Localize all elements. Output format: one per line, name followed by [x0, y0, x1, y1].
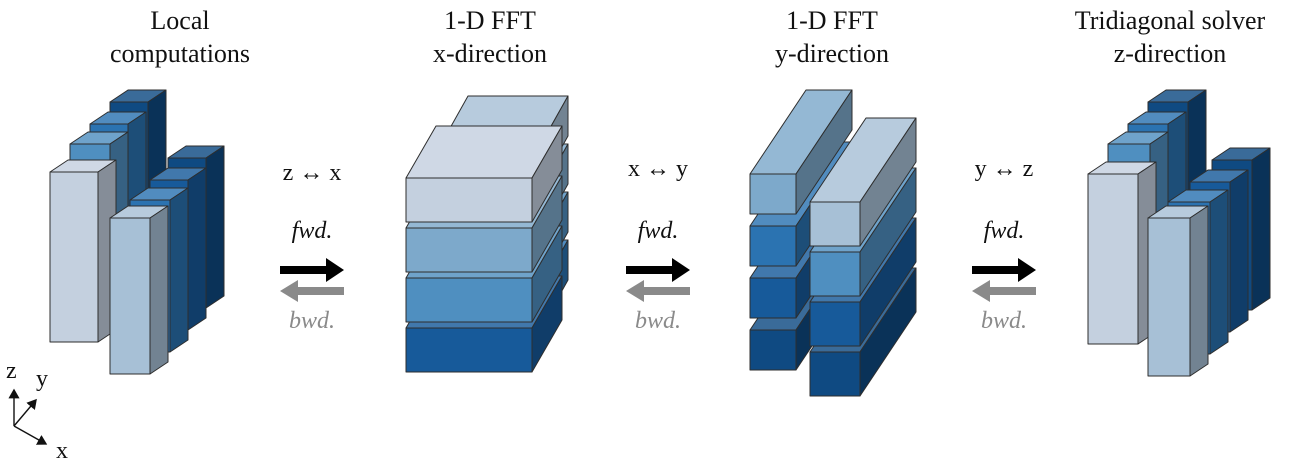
x-pencil — [405, 125, 563, 223]
box-front-face — [1087, 173, 1139, 345]
box-front-face — [49, 171, 99, 343]
box-side-face — [795, 89, 853, 215]
bwd-label: bwd. — [634, 308, 681, 334]
box-side-face — [859, 167, 917, 297]
stage-title-line1: 1-D FFT — [786, 6, 878, 35]
fwd-label: fwd. — [983, 218, 1025, 244]
box-side-face — [859, 117, 917, 247]
box-side-face — [859, 217, 917, 347]
box-side-face — [531, 175, 563, 273]
box-side-face — [859, 267, 917, 397]
box-front-face — [749, 329, 797, 371]
z-pencils-group — [1087, 89, 1271, 377]
z-pencil — [49, 159, 117, 343]
stage-title-line2: z-direction — [1113, 39, 1227, 68]
box-side-face — [531, 225, 563, 323]
axis-label-z: z — [6, 358, 17, 384]
box-front-face — [405, 177, 533, 223]
box-front-face — [109, 217, 151, 375]
stage-title-local: Local computations — [60, 4, 300, 70]
box-side-face — [187, 167, 207, 331]
axis-label-x: x — [56, 438, 68, 464]
stage-title-fft-y: 1-D FFT y-direction — [712, 4, 952, 70]
box-front-face — [809, 201, 861, 247]
y-pencils-group — [749, 89, 917, 397]
stage-title-line2: computations — [109, 39, 251, 68]
z-pencil — [109, 205, 169, 375]
box-front-face — [405, 327, 533, 373]
fwd-label: fwd. — [291, 218, 333, 244]
box-side-face — [1209, 189, 1229, 355]
y-pencil — [749, 89, 853, 215]
box-front-face — [749, 277, 797, 319]
box-side-face — [205, 145, 225, 309]
transition-arrows-group — [280, 258, 1036, 302]
axis-label-y: y — [36, 366, 48, 392]
box-front-face — [809, 351, 861, 397]
local-pencils-group — [49, 89, 225, 375]
stage-title-fft-x: 1-D FFT x-direction — [370, 4, 610, 70]
axis-triad — [8, 388, 48, 445]
backward-arrow-icon — [280, 280, 344, 302]
y-axis-arrow-icon — [13, 398, 37, 427]
stage-title-line1: Local — [150, 6, 210, 35]
stage-title-line1: Tridiagonal solver — [1074, 6, 1266, 35]
box-front-face — [1147, 217, 1191, 377]
box-front-face — [809, 301, 861, 347]
box-front-face — [749, 173, 797, 215]
bwd-label: bwd. — [288, 308, 335, 334]
box-side-face — [1189, 205, 1209, 377]
forward-arrow-icon — [626, 258, 690, 282]
box-side-face — [531, 125, 563, 223]
stage-title-tridiagonal: Tridiagonal solver z-direction — [1040, 4, 1300, 70]
stage-title-line1: 1-D FFT — [444, 6, 536, 35]
backward-arrow-icon — [626, 280, 690, 302]
box-side-face — [169, 187, 189, 353]
box-side-face — [149, 205, 169, 375]
box-front-face — [749, 225, 797, 267]
x-axis-arrow-icon — [13, 425, 48, 445]
swap-label-x-y: x ↔ y — [628, 156, 688, 182]
forward-arrow-icon — [972, 258, 1036, 282]
y-pencil — [809, 117, 917, 247]
z-pencil — [1147, 205, 1209, 377]
z-pencil — [1087, 161, 1157, 345]
box-side-face — [531, 275, 563, 373]
stage-title-line2: y-direction — [774, 39, 890, 68]
box-front-face — [809, 251, 861, 297]
box-side-face — [1229, 169, 1249, 333]
swap-label-y-z: y ↔ z — [974, 156, 1034, 182]
box-front-face — [405, 227, 533, 273]
fwd-label: fwd. — [637, 218, 679, 244]
forward-arrow-icon — [280, 258, 344, 282]
swap-label-z-x: z ↔ x — [282, 160, 342, 186]
backward-arrow-icon — [972, 280, 1036, 302]
box-side-face — [1251, 147, 1271, 311]
stage-title-line2: x-direction — [432, 39, 548, 68]
box-front-face — [405, 277, 533, 323]
x-pencils-group — [405, 95, 569, 373]
bwd-label: bwd. — [980, 308, 1027, 334]
